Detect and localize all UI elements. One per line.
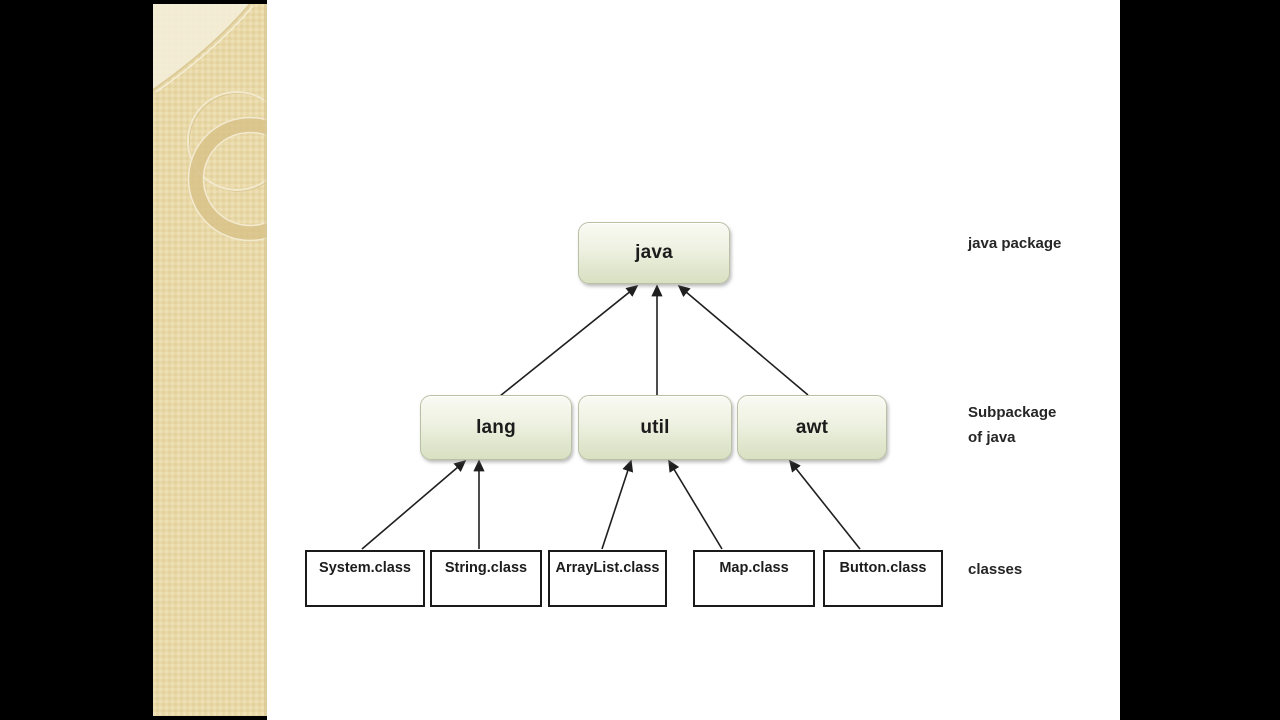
package-node-java-label: java (635, 242, 673, 263)
arrow-lang-to-java (499, 284, 639, 397)
annotation-subpackage-of-java: Subpackage of java (968, 404, 1057, 446)
sidebar-ornament-graphic (153, 4, 267, 716)
class-node-system: System.class (305, 550, 425, 607)
annotation-classes: classes (968, 561, 1023, 578)
class-node-string: String.class (430, 550, 542, 607)
subpackage-node-util-label: util (640, 416, 670, 438)
class-node-button-label: Button.class (839, 560, 927, 576)
subpackage-node-util: util (578, 395, 732, 460)
subpackage-node-lang: lang (420, 395, 572, 460)
subpackage-node-awt: awt (737, 395, 887, 460)
arrow-button-to-awt (789, 459, 861, 550)
arrow-map-to-util (668, 459, 723, 550)
class-node-button: Button.class (823, 550, 943, 607)
class-node-arraylist: ArrayList.class (548, 550, 667, 607)
arrow-arraylist-to-util (601, 459, 634, 550)
subpackage-node-awt-label: awt (795, 416, 829, 438)
slide-sidebar (153, 0, 267, 720)
class-node-system-label: System.class (319, 560, 411, 576)
class-node-map-label: Map.class (719, 560, 789, 576)
arrow-system-to-lang (361, 459, 467, 550)
subpackage-node-lang-label: lang (476, 416, 516, 438)
class-node-string-label: String.class (444, 560, 528, 576)
arrow-awt-to-java (677, 284, 809, 396)
package-node-java: java (578, 222, 730, 284)
class-node-map: Map.class (693, 550, 815, 607)
class-node-arraylist-label: ArrayList.class (555, 560, 660, 576)
annotation-java-package: java package (968, 235, 1062, 252)
